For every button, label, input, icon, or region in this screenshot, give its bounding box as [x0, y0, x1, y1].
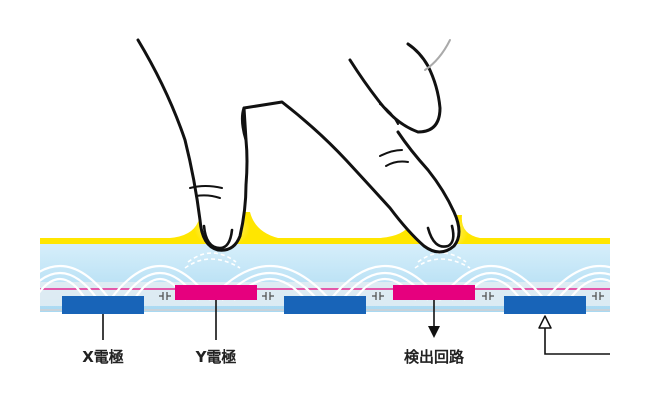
detection-circuit-label: 検出回路	[404, 348, 465, 366]
fingernail-right	[426, 224, 455, 248]
capacitor-icon	[159, 292, 171, 300]
capacitor-icon	[482, 292, 494, 300]
knuckle-crease	[379, 149, 409, 167]
capacitor-icon	[372, 292, 384, 300]
pointing-finger-icon	[136, 38, 461, 254]
x-electrodes	[62, 296, 586, 314]
arrow-down-icon	[428, 326, 440, 338]
electric-field-lines	[40, 265, 610, 301]
field-arc-group-6	[544, 265, 610, 301]
finger-back-line	[424, 39, 451, 71]
leader-lines	[102, 300, 610, 355]
arrow-up-icon	[538, 315, 552, 329]
field-arc-group-1	[40, 265, 111, 301]
y-electrodes	[175, 285, 475, 300]
fingernail-left	[202, 224, 234, 250]
y-electrode-label: Y電極	[195, 348, 237, 366]
hand-back	[240, 106, 248, 142]
x-electrode	[62, 296, 144, 314]
hand-outline	[136, 38, 461, 254]
capacitor-icon	[592, 292, 604, 300]
drive-line	[544, 326, 610, 355]
thumb-outline	[348, 42, 442, 134]
y-electrode	[393, 285, 475, 300]
thumb-nail-line	[379, 103, 399, 125]
capacitor-icons	[159, 292, 604, 300]
x-electrode	[284, 296, 366, 314]
capacitor-icon	[262, 292, 274, 300]
y-electrode	[175, 285, 257, 300]
x-electrode-label: X電極	[82, 348, 124, 366]
disturbed-field-lines	[184, 252, 471, 269]
knuckle-crease	[189, 185, 223, 199]
top-surface	[40, 212, 610, 244]
x-electrode	[504, 296, 586, 314]
